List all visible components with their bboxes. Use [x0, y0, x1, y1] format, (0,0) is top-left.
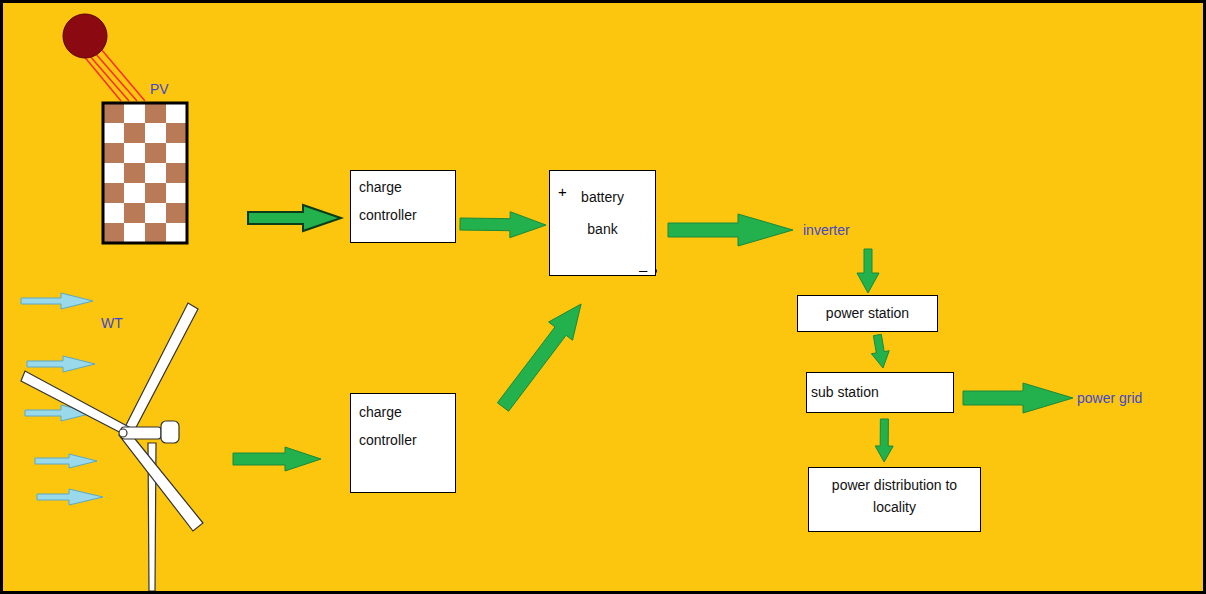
sub-station-box: sub station: [806, 372, 954, 413]
power-arrow: [233, 447, 321, 471]
grid-label: power grid: [1077, 390, 1142, 406]
box-label: battery bank: [573, 181, 633, 245]
terminal-sign: +: [558, 183, 567, 200]
power-arrow: [857, 249, 879, 293]
box-label: charge controller: [359, 398, 439, 454]
wt-label: WT: [101, 315, 123, 331]
power-arrow: [460, 212, 546, 238]
illustration: [3, 3, 1203, 591]
box-label: power station: [803, 305, 933, 322]
charge-controller-box: charge controller: [350, 170, 456, 243]
arrow-shape: [460, 212, 546, 238]
terminal-sign: –: [639, 261, 647, 278]
power-arrow: [497, 304, 581, 411]
box-label: charge controller: [359, 173, 439, 229]
box-label: sub station: [811, 384, 941, 401]
power-arrow: [963, 383, 1073, 413]
arrow-shape: [871, 334, 889, 368]
power-arrow: [668, 214, 793, 246]
power-arrow: [875, 419, 893, 462]
power-arrow: [871, 334, 889, 368]
pv-panel: [103, 103, 187, 243]
pv-label: PV: [150, 81, 169, 97]
power-station-box: power station: [797, 295, 938, 332]
distribution-box: power distribution to locality: [808, 467, 981, 532]
inverter-label: inverter: [803, 222, 850, 238]
arrow-shape: [497, 304, 581, 411]
box-label: power distribution to locality: [820, 474, 970, 519]
sun: [63, 14, 145, 101]
connector-layer: [3, 3, 1203, 591]
wind-turbine: [21, 303, 203, 591]
arrow-shape: [875, 419, 893, 462]
power-arrow: [248, 205, 341, 231]
charge-controller-box: charge controller: [350, 393, 456, 493]
